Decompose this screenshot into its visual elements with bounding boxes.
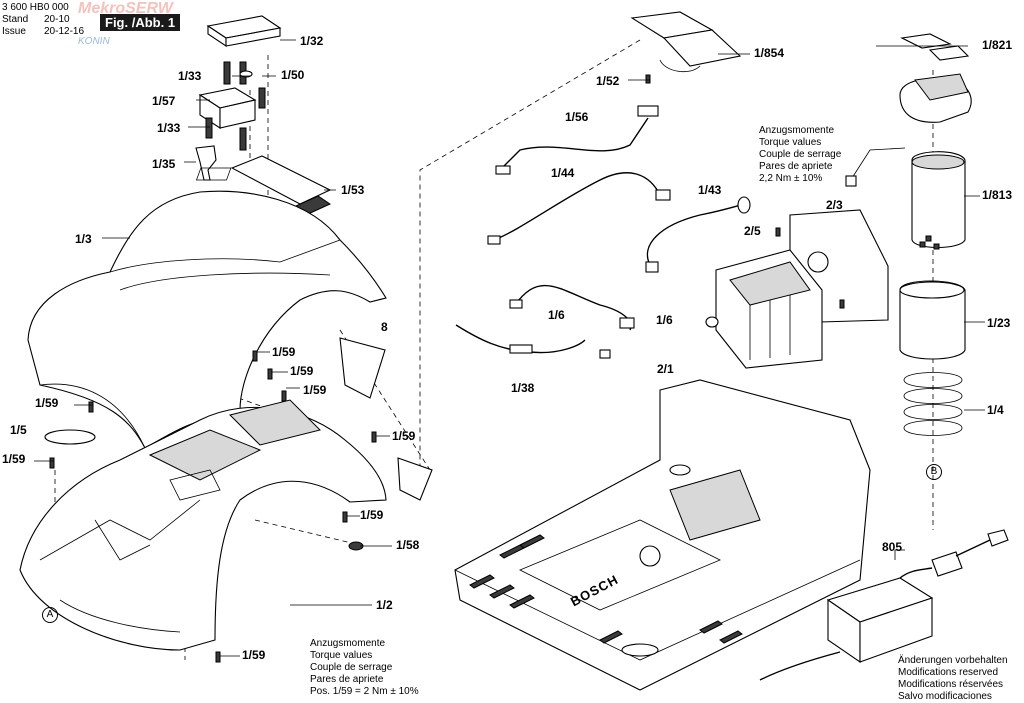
label-1-5: 1/5 [10, 423, 27, 437]
label-1-59e: 1/59 [392, 429, 416, 443]
watermark-logo: MekroSERW [78, 0, 173, 17]
label-1-38: 1/38 [511, 381, 535, 395]
label-1-57: 1/57 [152, 94, 176, 108]
label-1-23: 1/23 [987, 316, 1011, 330]
label-1-59b: 1/59 [290, 364, 314, 378]
label-1-53: 1/53 [341, 183, 365, 197]
torque-note-top: Anzugsmomente Torque values Couple de se… [759, 125, 841, 185]
stand-label: Stand [2, 14, 29, 25]
torque-bottom-line-5: Pos. 1/59 = 2 Nm ± 10% [310, 686, 419, 697]
label-1-821: 1/821 [982, 38, 1013, 52]
label-1-6a: 1/6 [548, 308, 565, 322]
label-1-6b: 1/6 [656, 313, 673, 327]
changes-line-3: Modifications réservées [898, 679, 1004, 690]
label-1-50: 1/50 [281, 68, 305, 82]
changes-line-1: Änderungen vorbehalten [898, 655, 1008, 666]
part-number: 3 600 HB0 000 [2, 2, 69, 13]
issue-value: 20-12-16 [44, 26, 85, 37]
issue-label: Issue [2, 26, 26, 37]
watermark-sub: KONIN [78, 36, 110, 47]
label-1-4: 1/4 [987, 403, 1004, 417]
torque-bottom-line-2: Torque values [310, 650, 373, 661]
label-1-813: 1/813 [982, 188, 1013, 202]
label-1-32: 1/32 [300, 34, 324, 48]
torque-top-line-2: Torque values [759, 137, 822, 148]
label-1-33a: 1/33 [178, 69, 202, 83]
figure-badge: Fig. /Abb. 1 [100, 14, 181, 31]
label-1-59h: 1/59 [242, 648, 266, 662]
changes-line-4: Salvo modificaciones [898, 691, 992, 702]
label-2-1: 2/1 [657, 362, 674, 376]
label-2-3: 2/3 [826, 198, 843, 212]
label-1-35: 1/35 [152, 157, 176, 171]
label-1-854: 1/854 [754, 46, 785, 60]
label-1-59c: 1/59 [303, 383, 327, 397]
torque-top-line-3: Couple de serrage [759, 149, 842, 160]
label-1-59a: 1/59 [272, 345, 296, 359]
torque-top-line-4: Pares de apriete [759, 161, 833, 172]
label-1-59g: 1/59 [360, 508, 384, 522]
label-2-5: 2/5 [744, 224, 761, 238]
changes-line-2: Modifications reserved [898, 667, 999, 678]
label-1-33b: 1/33 [157, 121, 181, 135]
torque-bottom-line-1: Anzugsmomente [310, 638, 386, 649]
circle-b-marker: B [926, 464, 942, 480]
label-1-44: 1/44 [551, 166, 575, 180]
label-1-3: 1/3 [75, 232, 92, 246]
torque-top-line-1: Anzugsmomente [759, 125, 835, 136]
label-8: 8 [381, 320, 388, 334]
label-1-52: 1/52 [596, 74, 620, 88]
torque-top-line-5: 2,2 Nm ± 10% [759, 173, 823, 184]
label-1-2: 1/2 [376, 598, 393, 612]
changes-note: Änderungen vorbehalten Modifications res… [898, 655, 1008, 703]
label-1-43: 1/43 [698, 183, 722, 197]
stand-value: 20-10 [44, 14, 70, 25]
label-805: 805 [882, 540, 903, 554]
torque-bottom-line-3: Couple de serrage [310, 662, 393, 673]
torque-note-bottom: Anzugsmomente Torque values Couple de se… [310, 638, 419, 698]
label-1-56: 1/56 [565, 110, 589, 124]
torque-bottom-line-4: Pares de apriete [310, 674, 384, 685]
circle-a-marker: A [42, 607, 58, 623]
label-1-58: 1/58 [396, 538, 420, 552]
label-1-59f: 1/59 [2, 452, 26, 466]
label-1-59d: 1/59 [35, 396, 59, 410]
